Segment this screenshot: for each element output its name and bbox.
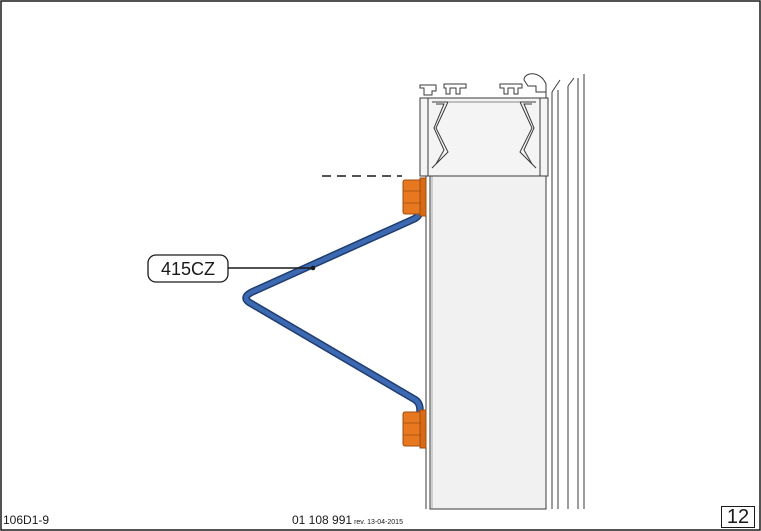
mounting-bracket: [242, 198, 424, 441]
side-rails: [545, 74, 585, 509]
drawing-code: 106D1-9: [3, 513, 50, 527]
extrusion-top: [419, 73, 549, 177]
profile-panel: [425, 175, 547, 510]
part-label: 415CZ: [161, 259, 215, 279]
page-number: 12: [721, 506, 755, 528]
flange-nut-upper: [402, 177, 427, 217]
flange-nut-lower: [402, 409, 427, 449]
document-number: 01 108 991: [292, 513, 353, 527]
revision-date: rev. 13-04-2015: [354, 519, 403, 526]
part-callout: 415CZ: [147, 254, 316, 283]
